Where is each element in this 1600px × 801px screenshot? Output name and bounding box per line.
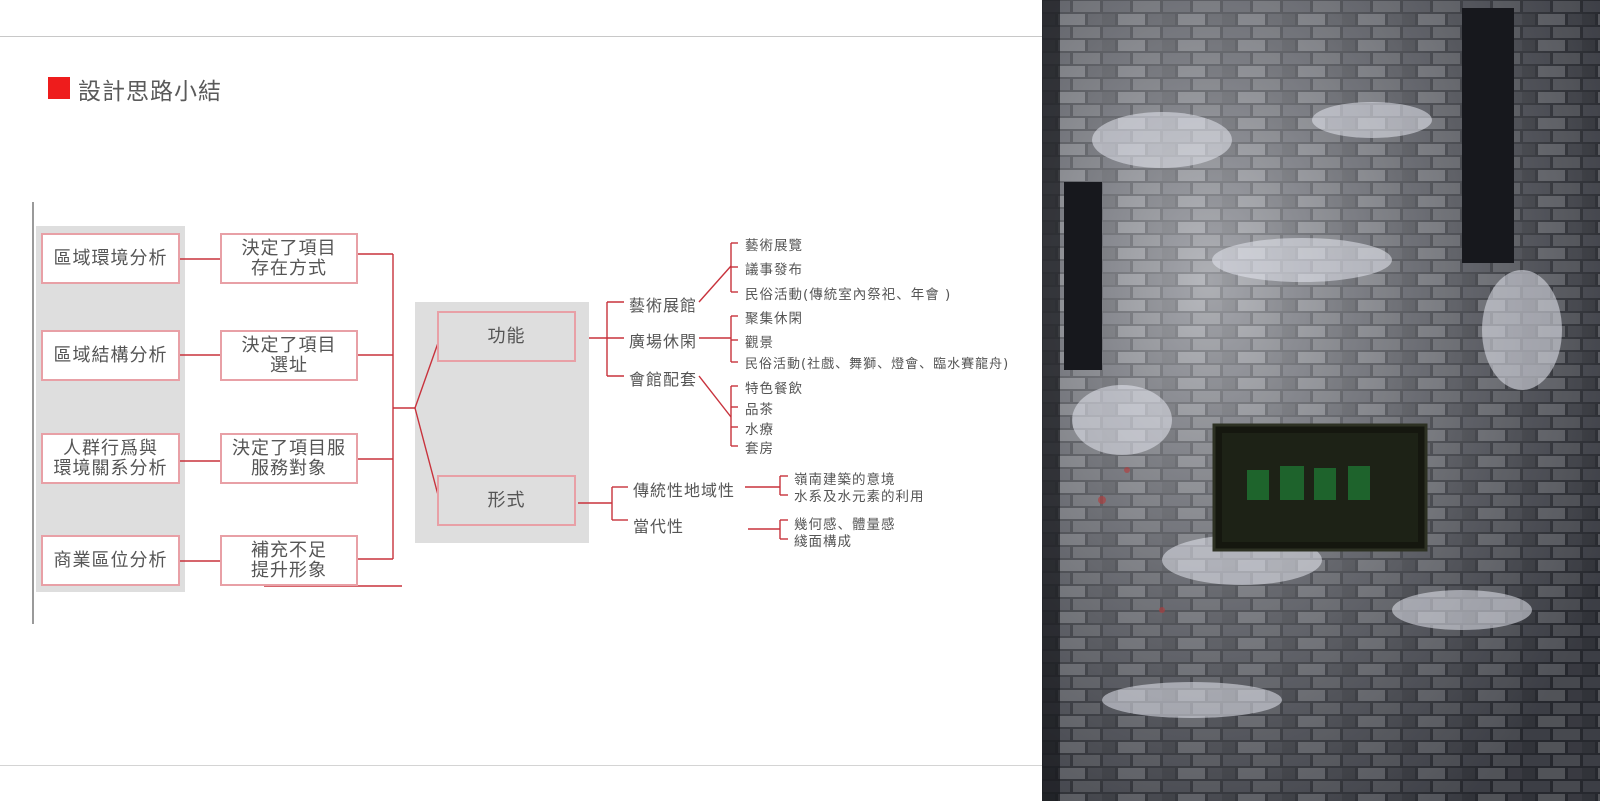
- result-box-image: 補充不足 提升形象: [220, 535, 358, 586]
- brick-wall-photo: [1042, 0, 1600, 801]
- sub-item: 綫面構成: [794, 534, 852, 550]
- analysis-panel: [36, 226, 185, 592]
- sub-item: 水療: [745, 422, 774, 438]
- slide-title: 設計思路小結: [78, 79, 222, 105]
- form-item-traditional: 傳統性地域性: [633, 481, 736, 500]
- analysis-box-region-environment: 區域環境分析: [41, 233, 180, 284]
- result-box-existence: 決定了項目 存在方式: [220, 233, 358, 284]
- form-item-contemporary: 當代性: [633, 517, 685, 536]
- sub-item: 民俗活動(傳統室內祭祀、年會 ): [745, 287, 952, 303]
- function-item-plaza: 廣場休閑: [629, 332, 698, 351]
- connector-lines: [180, 242, 788, 587]
- function-item-clubhouse: 會館配套: [629, 370, 698, 389]
- sub-item: 聚集休閑: [745, 311, 803, 327]
- analysis-box-people-behavior: 人群行爲與 環境關系分析: [41, 433, 180, 484]
- result-box-service-target: 決定了項目服 服務對象: [220, 433, 358, 484]
- left-vertical-rule: [32, 202, 34, 624]
- analysis-box-region-structure: 區域結構分析: [41, 330, 180, 381]
- function-box: 功能: [437, 311, 576, 362]
- bottom-rule: [0, 765, 1042, 766]
- sub-item: 藝術展覽: [745, 238, 803, 254]
- sub-item: 議事發布: [745, 262, 803, 278]
- result-box-site: 決定了項目 選址: [220, 330, 358, 381]
- sub-item: 民俗活動(社戲、舞獅、燈會、臨水賽龍舟): [745, 357, 1010, 372]
- sub-item: 幾何感、體量感: [794, 517, 896, 533]
- top-rule: [0, 36, 1042, 37]
- sub-item: 品茶: [745, 402, 774, 418]
- function-item-art-gallery: 藝術展館: [629, 296, 698, 315]
- sub-item: 嶺南建築的意境: [794, 472, 896, 488]
- sub-item: 觀景: [745, 335, 774, 351]
- sub-item: 特色餐飲: [745, 381, 803, 397]
- title-marker: [48, 77, 70, 99]
- analysis-box-commercial-location: 商業區位分析: [41, 535, 180, 586]
- sub-item: 套房: [745, 441, 774, 457]
- sub-item: 水系及水元素的利用: [794, 489, 925, 505]
- form-box: 形式: [437, 475, 576, 526]
